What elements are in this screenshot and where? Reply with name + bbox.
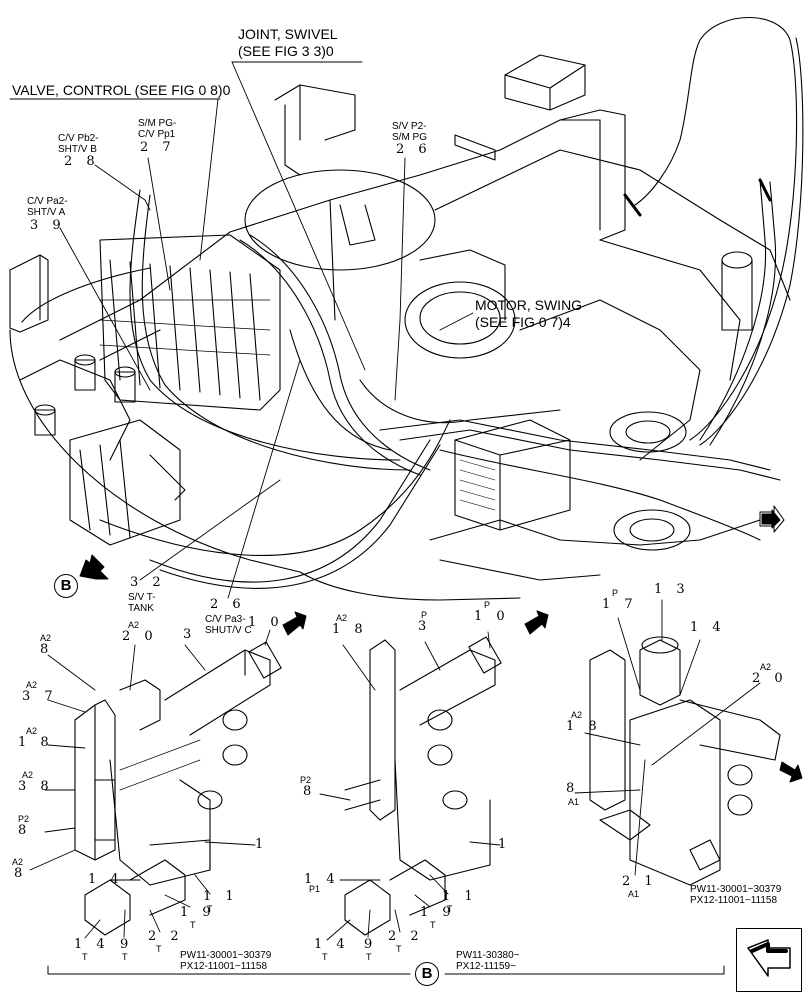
left-a2-8b-num: 8 <box>14 866 28 881</box>
mid-9-num: 9 <box>364 937 378 952</box>
right-p17-port: P <box>612 588 619 598</box>
left-a2-18-port: A2 <box>26 726 38 736</box>
right-21-num: 2 1 <box>622 874 658 889</box>
detail-bracket <box>47 965 725 975</box>
section-marker-b-bottom: B <box>415 962 439 986</box>
detail-middle-valve-assembly <box>344 636 502 936</box>
left-a2-8-num: 8 <box>40 642 54 657</box>
mid-19-num: 1 9 <box>420 905 456 920</box>
label-26b: C/V Pa3-SHUT/V C <box>205 614 252 636</box>
control-valve-bank <box>99 234 281 411</box>
left-a2-20-port: A2 <box>128 620 140 630</box>
callout-motor-swing: MOTOR, SWING (SEE FIG 0 7)4 <box>475 297 583 330</box>
left-9-num: 9 <box>120 937 134 952</box>
left-a2-38-num: 3 8 <box>18 779 54 794</box>
left-a2-18-num: 1 8 <box>18 735 54 750</box>
mid-22-port: T <box>396 944 402 954</box>
right-a1-8-port: A1 <box>568 797 580 807</box>
right-13-num: 1 3 <box>654 582 690 597</box>
mid-1-num: 1 <box>498 837 512 852</box>
right-a2-20-port: A2 <box>760 662 772 672</box>
left-a2-38-port: A2 <box>22 770 34 780</box>
mid-14b-port: T <box>322 952 328 962</box>
left-14-num: 1 4 <box>88 872 124 887</box>
mid-a2-18-port: A2 <box>336 613 348 623</box>
mid-14-num: 1 4 <box>304 872 340 887</box>
right-p17-num: 1 7 <box>602 597 638 612</box>
number-28: 2 8 <box>64 154 100 169</box>
label-39: C/V Pa2-SHT/V A <box>27 196 68 218</box>
mid-serial-range: PW11-30380~PX12-11159~ <box>456 950 520 972</box>
left-p2-8-num: 8 <box>18 823 32 838</box>
left-10-num: 1 0 <box>248 615 284 630</box>
left-14b-port: T <box>82 952 88 962</box>
left-3-num: 3 <box>183 627 197 642</box>
mid-14-port: P1 <box>309 884 321 894</box>
detail-left-valve-assembly <box>74 641 282 936</box>
number-27: 2 7 <box>140 140 176 155</box>
back-navigation-button[interactable] <box>736 928 802 992</box>
mid-9-port: T <box>366 952 372 962</box>
mid-14b-num: 1 4 <box>314 937 350 952</box>
mid-p10-port: P <box>484 600 491 610</box>
label-32: S/V T-TANK <box>128 592 156 614</box>
right-a2-18-num: 1 8 <box>566 719 602 734</box>
mid-p2-8-num: 8 <box>303 784 317 799</box>
number-26b: 2 6 <box>210 597 246 612</box>
left-22-num: 2 2 <box>148 929 184 944</box>
section-marker-b-top: B <box>54 574 78 598</box>
left-11-num: 1 1 <box>203 889 239 904</box>
number-32: 3 2 <box>130 575 166 590</box>
right-14-num: 1 4 <box>690 620 726 635</box>
mid-11-port: T <box>447 904 453 914</box>
leader-lines <box>9 61 761 941</box>
left-9-port: T <box>122 952 128 962</box>
mid-22-num: 2 2 <box>388 929 424 944</box>
left-19-port: T <box>190 920 196 930</box>
right-21-port: A1 <box>628 889 640 899</box>
hydraulic-hoses <box>99 16 804 589</box>
left-1-num: 1 <box>255 837 269 852</box>
left-a2-20-num: 2 0 <box>122 629 158 644</box>
left-a2-8-port: A2 <box>40 633 52 643</box>
mid-p3-num: 3 <box>418 619 432 634</box>
mid-p10-num: 1 0 <box>474 609 510 624</box>
left-11-port: T <box>207 904 213 914</box>
left-14b-num: 1 4 <box>74 937 110 952</box>
mid-11-num: 1 1 <box>442 889 478 904</box>
left-a2-37-port: A2 <box>26 680 38 690</box>
number-39: 3 9 <box>30 218 66 233</box>
solenoid-valve-block <box>69 419 186 546</box>
mid-p2-8-port: P2 <box>300 775 312 785</box>
left-19-num: 1 9 <box>180 905 216 920</box>
left-a2-8b-port: A2 <box>12 857 24 867</box>
left-p2-8-port: P2 <box>18 814 30 824</box>
flow-arrow-icon <box>282 610 803 783</box>
left-22-port: T <box>156 944 162 954</box>
mid-a2-18-num: 1 8 <box>332 622 368 637</box>
mid-19-port: T <box>430 920 436 930</box>
right-a1-8-num: 8 <box>566 781 580 796</box>
flow-arrow-icon <box>79 505 785 580</box>
callout-valve-control: VALVE, CONTROL (SEE FIG 0 8)0 <box>12 82 231 98</box>
right-a2-18-port: A2 <box>571 710 583 720</box>
back-navigation-icon[interactable] <box>747 939 791 977</box>
upper-structure-frame <box>9 54 791 601</box>
number-26: 2 6 <box>396 142 432 157</box>
label-27: S/M PG-C/V Pp1 <box>138 118 177 140</box>
callout-joint-swivel: JOINT, SWIVEL (SEE FIG 3 3)0 <box>238 26 338 59</box>
label-28: C/V Pb2-SHT/V B <box>58 133 99 155</box>
right-a2-20-num: 2 0 <box>752 671 788 686</box>
label-26: S/V P2-S/M PG <box>392 121 428 143</box>
left-a2-37-num: 3 7 <box>22 689 58 704</box>
mid-p3-port: P <box>421 610 428 620</box>
